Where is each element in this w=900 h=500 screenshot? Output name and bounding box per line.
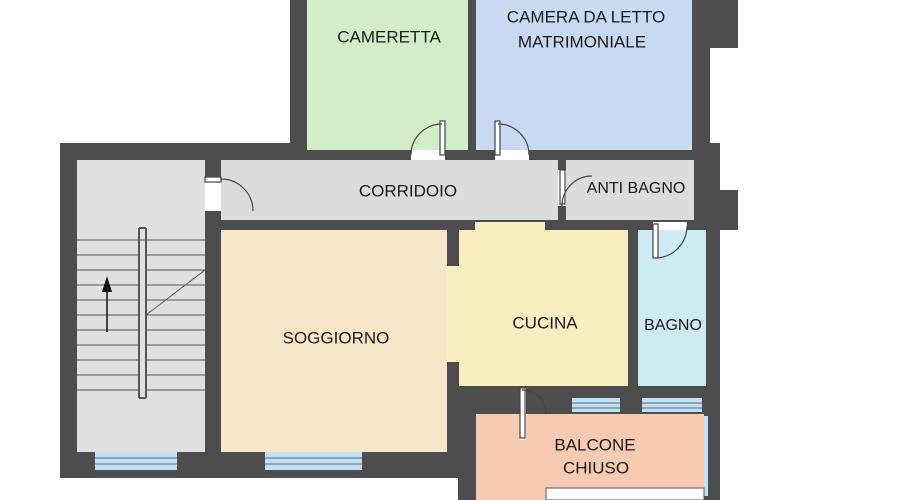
label-corridoio: CORRIDOIO	[359, 181, 457, 200]
windows	[95, 398, 708, 496]
label-bagno: BAGNO	[644, 317, 702, 334]
room-soggiorno	[221, 230, 447, 452]
staircase	[77, 227, 206, 399]
door-scala	[204, 176, 254, 212]
room-cucina	[447, 222, 628, 386]
doors	[204, 120, 688, 440]
door-balcone	[519, 387, 547, 440]
window	[572, 398, 620, 412]
window	[95, 452, 177, 470]
door-camera-matrimoniale	[494, 120, 530, 160]
door-bagno	[652, 222, 688, 259]
room-anti-bagno	[566, 160, 694, 220]
window	[704, 416, 708, 496]
room-camera-matrimoniale	[476, 0, 692, 150]
room-bagno	[638, 230, 706, 394]
room-balcone-chiuso	[476, 414, 704, 500]
window	[265, 452, 362, 470]
stair-arrow-icon	[102, 276, 112, 332]
window-frames	[95, 402, 702, 465]
label-anti-bagno: ANTI BAGNO	[587, 180, 686, 197]
door-anti-bagno	[558, 169, 593, 207]
label-camera-matrimoniale-line2: MATRIMONIALE	[518, 32, 646, 51]
label-cucina: CUCINA	[512, 313, 578, 332]
room-scala	[77, 160, 205, 452]
label-camera-matrimoniale-line1: CAMERA DA LETTO	[507, 7, 665, 26]
label-soggiorno: SOGGIORNO	[283, 328, 390, 347]
door-cameretta	[410, 120, 446, 160]
window	[642, 398, 702, 412]
label-balcone-line1: BALCONE	[554, 435, 635, 454]
label-balcone-line2: CHIUSO	[563, 458, 629, 477]
room-corridoio	[221, 160, 558, 220]
label-cameretta: CAMERETTA	[337, 27, 441, 46]
balcony-railing	[545, 487, 705, 500]
